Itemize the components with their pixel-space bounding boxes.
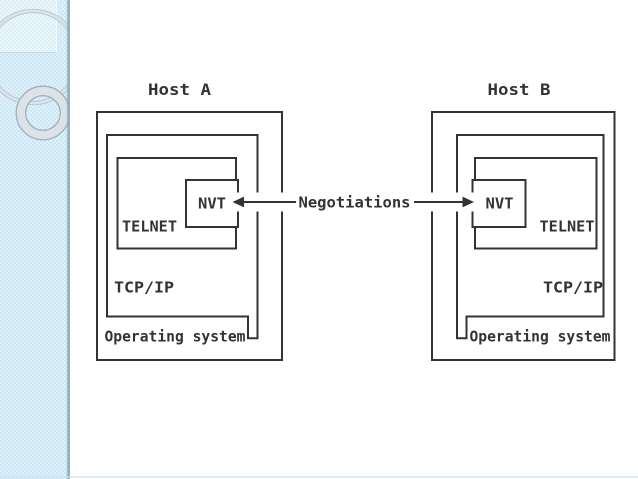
- host-b-telnet-label: TELNET: [540, 218, 595, 236]
- accent-strip: [0, 0, 70, 479]
- bottom-divider: [0, 476, 638, 478]
- negotiation-arrow-to-host-b: [414, 196, 474, 208]
- negotiations-label: Negotiations: [299, 194, 411, 212]
- host-b-operating-system-box: [431, 111, 616, 361]
- host-a-title: Host A: [148, 80, 211, 99]
- host-b-os-label: Operating system: [470, 328, 611, 346]
- strip-edge: [66, 0, 70, 479]
- small-ring-icon: [16, 86, 70, 140]
- negotiation-arrow-to-host-a: [232, 196, 296, 208]
- host-a-nvt-box: [185, 179, 239, 228]
- host-a-tcpip-box: [106, 134, 259, 340]
- small-ring-inner-edge-icon: [25, 95, 61, 131]
- large-ring-inner-edge-icon: [0, 12, 70, 102]
- host-a-tcpip-label: TCP/IP: [114, 279, 174, 297]
- large-ring-icon: [0, 9, 70, 105]
- host-b-tcpip-box: [456, 134, 605, 340]
- host-a-telnet-label: TELNET: [122, 218, 177, 236]
- strip-highlight-panel: [0, 0, 57, 53]
- host-b-title: Host B: [488, 80, 551, 99]
- host-a-operating-system-box: [96, 111, 283, 361]
- host-b-tcpip-label: TCP/IP: [543, 279, 603, 297]
- host-a-os-label: Operating system: [105, 328, 246, 346]
- arrowhead-left-icon: [232, 196, 244, 208]
- host-a-nvt-label: NVT: [198, 195, 226, 213]
- arrowhead-right-icon: [462, 196, 474, 208]
- host-b-nvt-label: NVT: [486, 195, 514, 213]
